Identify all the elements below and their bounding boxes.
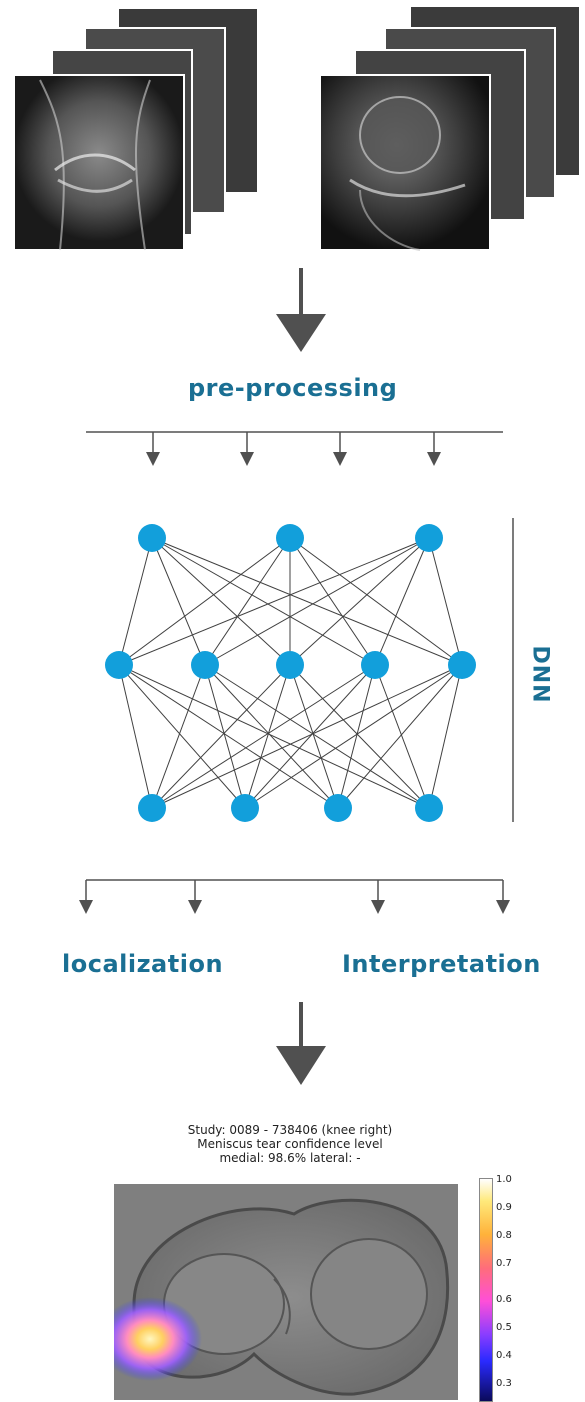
localization-label: localization	[62, 950, 224, 978]
down-arrow-large-2	[276, 1002, 326, 1085]
meniscus-heatmap	[114, 1184, 458, 1400]
colorbar	[479, 1178, 493, 1402]
dnn-label: DNN	[527, 645, 553, 704]
colorbar-tick: 0.8	[496, 1230, 512, 1241]
preprocessing-distribution-arrows	[86, 431, 503, 466]
hidden-node-3	[276, 651, 304, 679]
network-edges	[118, 537, 463, 809]
network-nodes	[105, 524, 476, 822]
coronal-mri-stack-graphic	[13, 7, 259, 251]
output-node-2	[231, 794, 259, 822]
colorbar-tick: 0.9	[496, 1202, 512, 1213]
hidden-node-4	[361, 651, 389, 679]
colorbar-tick: 0.6	[496, 1294, 512, 1305]
output-node-1	[138, 794, 166, 822]
confidence-title-text: Meniscus tear confidence level	[197, 1137, 383, 1151]
colorbar-tick: 1.0	[496, 1174, 512, 1185]
hidden-node-1	[105, 651, 133, 679]
meniscus-heatmap-graphic	[114, 1184, 458, 1400]
colorbar-tick: 0.4	[496, 1350, 512, 1361]
input-node-3	[415, 524, 443, 552]
output-node-4	[415, 794, 443, 822]
hidden-node-5	[448, 651, 476, 679]
interpretation-label: Interpretation	[342, 950, 541, 978]
coronal-mri-stack	[0, 0, 270, 260]
colorbar-tick: 0.7	[496, 1258, 512, 1269]
output-node-3	[324, 794, 352, 822]
down-arrow-large-1	[276, 268, 326, 352]
hidden-node-2	[191, 651, 219, 679]
input-node-2	[276, 524, 304, 552]
input-node-1	[138, 524, 166, 552]
colorbar-tick: 0.3	[496, 1378, 512, 1389]
colorbar-tick: 0.5	[496, 1322, 512, 1333]
output-distribution-arrows	[79, 879, 510, 914]
preprocessing-label: pre-processing	[188, 374, 398, 402]
sagittal-mri-stack-graphic	[319, 5, 581, 251]
sagittal-mri-stack	[300, 0, 585, 280]
study-id-text: Study: 0089 - 738406 (knee right)	[187, 1123, 393, 1137]
confidence-result-text: medial: 98.6% lateral: -	[219, 1151, 361, 1165]
